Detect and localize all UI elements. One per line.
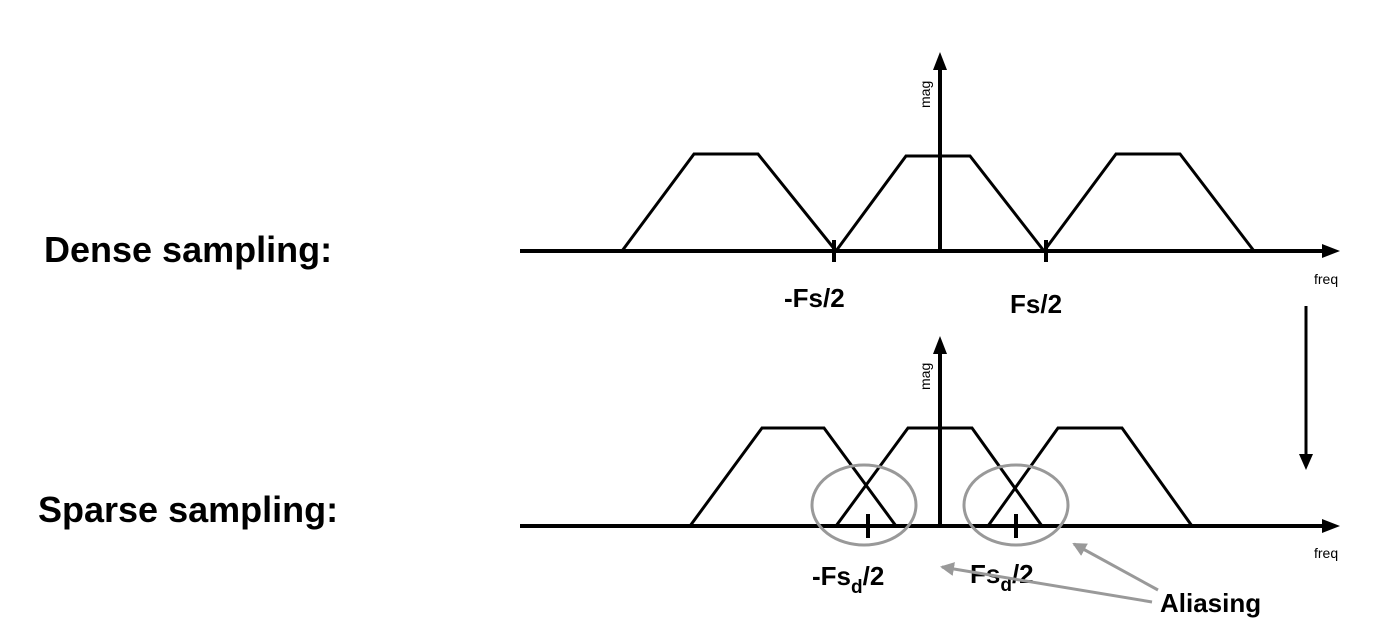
dense-mag-arrowhead <box>933 52 947 70</box>
sparse-spectrum-right <box>986 426 1194 527</box>
dense-tick-left-label: -Fs/2 <box>784 283 845 313</box>
dense-spectrum-center <box>834 154 1046 252</box>
sparse-sampling-label: Sparse sampling: <box>38 489 338 530</box>
sparse-mag-arrowhead <box>933 336 947 354</box>
sparse-spectrum-center <box>834 426 1044 527</box>
sparse-mag-label: mag <box>917 363 933 390</box>
aliasing-ring-right <box>962 463 1070 547</box>
dense-spectrum-right <box>1042 152 1256 252</box>
dense-tick-right-label: Fs/2 <box>1010 289 1062 319</box>
dense-spectrum-plot: mag freq -Fs/2 Fs/2 <box>520 52 1340 319</box>
transition-arrow-head <box>1299 454 1313 470</box>
aliasing-label: Aliasing <box>1160 588 1261 618</box>
dense-sampling-label: Dense sampling: <box>44 229 332 270</box>
dense-mag-label: mag <box>917 81 933 108</box>
sparse-spectrum-left <box>688 426 898 527</box>
sparse-tick-left-label: -Fsd/2 <box>812 561 884 598</box>
sparse-freq-arrowhead <box>1322 519 1340 533</box>
dense-spectrum-left <box>620 152 838 252</box>
aliasing-ring-left <box>810 463 918 547</box>
sparse-freq-label: freq <box>1314 545 1338 561</box>
dense-freq-arrowhead <box>1322 244 1340 258</box>
aliasing-callout: Aliasing <box>940 542 1261 618</box>
dense-freq-label: freq <box>1314 271 1338 287</box>
aliasing-pointer-left <box>940 562 1153 604</box>
aliasing-pointer-right <box>1072 542 1159 592</box>
sparse-spectrum-plot: mag freq -Fsd/2 Fsd/2 <box>520 336 1340 598</box>
